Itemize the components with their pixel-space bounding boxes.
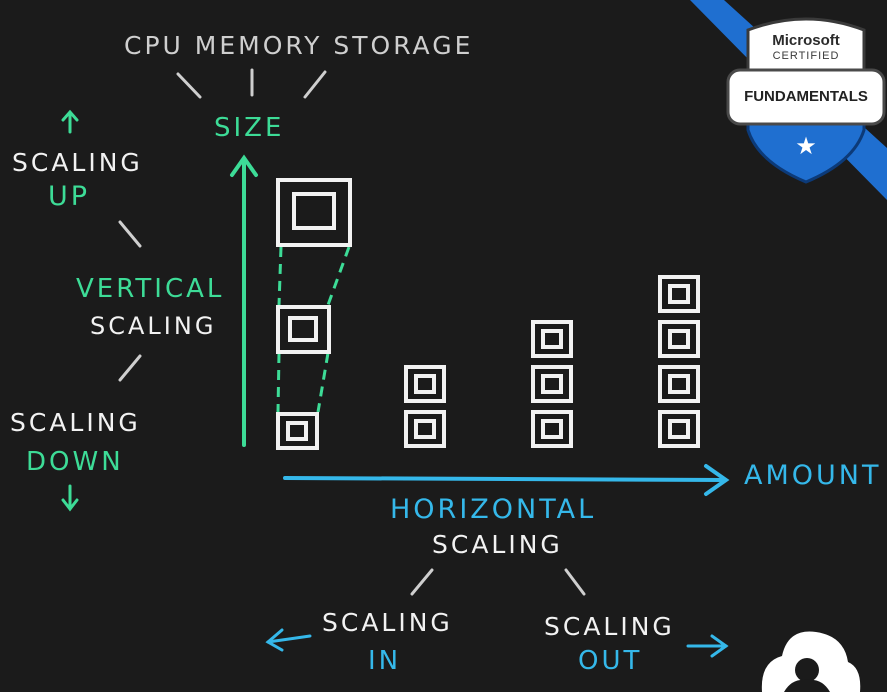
stack-server-inner [414,374,436,394]
scaling-down-label-1: SCALING [10,408,141,437]
badge-level: FUNDAMENTALS [744,88,868,105]
scaling-up-label-1: SCALING [12,148,143,177]
stack-server [531,365,573,403]
stack-server [404,410,446,448]
stack-server [658,275,700,313]
scaling-out-label-2: OUT [578,646,643,676]
horizontal-title: HORIZONTAL [390,494,597,525]
size-axis [230,154,258,447]
up-down-arrows [61,109,79,512]
resource-ticks [176,68,327,99]
stack-server [404,365,446,403]
horizontal-subtitle: SCALING [432,530,563,559]
stack-server-inner [668,419,690,439]
resources-label: CPU MEMORY STORAGE [124,31,474,60]
server-small [276,412,319,450]
cloud-logo-icon [761,631,861,692]
stack-server-inner [668,374,690,394]
amount-axis-label: AMOUNT [744,460,882,491]
badge-brand: Microsoft [772,32,840,49]
scaling-down-label-2: DOWN [26,447,124,477]
stack-server [658,320,700,358]
stack-server [658,365,700,403]
stack-server [531,320,573,358]
server-large [276,178,352,247]
stack-server-inner [668,329,690,349]
vertical-subtitle: SCALING [90,312,217,340]
in-out-arrows [265,628,729,658]
stack-server [531,410,573,448]
horizontal-server-stacks [404,275,700,448]
vertical-title: VERTICAL [76,274,225,304]
server-medium [276,305,331,354]
amount-axis [283,464,730,496]
certification-badge: Microsoft CERTIFIED FUNDAMENTALS ★ [726,12,886,188]
stack-server-inner [414,419,436,439]
stack-server-inner [668,284,690,304]
scaling-up-label-2: UP [48,181,91,212]
scaling-in-label-2: IN [368,646,402,676]
vertical-servers [276,178,352,450]
scaling-in-label-1: SCALING [322,608,453,637]
star-icon: ★ [795,133,817,160]
vertical-dashed-links [276,246,351,413]
stack-server-inner [541,329,563,349]
size-axis-label: SIZE [214,113,285,143]
left-connectors [118,220,142,382]
stack-server-inner [541,419,563,439]
scaling-out-label-1: SCALING [544,612,675,641]
stack-server-inner [541,374,563,394]
bottom-connectors [410,568,586,596]
badge-shield [726,17,886,184]
badge-certified: CERTIFIED [772,50,840,62]
stack-server [658,410,700,448]
